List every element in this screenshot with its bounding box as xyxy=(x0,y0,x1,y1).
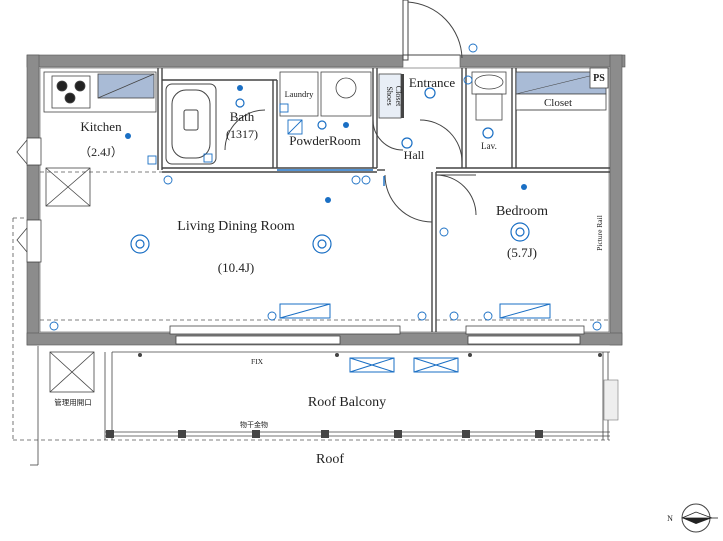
side-fittings xyxy=(16,137,42,263)
living-label: Living Dining Room xyxy=(177,219,295,234)
kitchen-size: （2.4J） xyxy=(79,145,123,159)
wet-area-outline xyxy=(277,169,385,186)
partition-walls xyxy=(157,68,610,332)
roof-label: Roof xyxy=(316,452,344,467)
dashed-lines xyxy=(12,171,610,441)
toilet xyxy=(471,71,507,121)
compass: N xyxy=(667,503,718,533)
storage-box xyxy=(45,167,91,207)
bedroom-door xyxy=(435,174,477,216)
fix-dots xyxy=(138,353,602,357)
closet-area xyxy=(515,67,609,111)
closet-label: Closet xyxy=(544,97,572,109)
bath-label: Bath xyxy=(230,109,255,124)
closet-label-vertical: Closet xyxy=(394,86,403,107)
bedroom-size: (5.7J) xyxy=(507,245,537,260)
laundry-box xyxy=(279,71,372,117)
ceiling-lights xyxy=(130,87,530,254)
fix-label: FIX xyxy=(251,357,264,366)
compass-north-label: N xyxy=(667,514,673,523)
bathtub xyxy=(165,83,217,165)
downlights xyxy=(125,85,527,203)
outlets xyxy=(49,43,602,331)
shoes-closet xyxy=(378,73,404,119)
drying-hardware-label: 物干金物 xyxy=(240,420,268,429)
shoes-label: Shoes xyxy=(385,86,394,105)
hall-label: Hall xyxy=(404,148,425,162)
ps-label: PS xyxy=(593,73,605,84)
picture-rail-label: Picture Rail xyxy=(595,215,604,251)
drying-hardware xyxy=(106,430,543,438)
laundry-label: Laundry xyxy=(285,89,315,99)
bedroom-label: Bedroom xyxy=(496,204,548,219)
hall-door xyxy=(384,174,433,223)
powder-room-label: PowderRoom xyxy=(289,133,361,148)
kitchen-counter xyxy=(43,71,157,113)
kitchen-label: Kitchen xyxy=(80,119,122,134)
roof-balcony-label: Roof Balcony xyxy=(308,395,386,410)
entrance-door xyxy=(402,0,463,61)
entrance-label: Entrance xyxy=(409,75,455,90)
wet-door xyxy=(372,119,463,163)
ac-units xyxy=(279,303,551,373)
balcony-rail-hatch xyxy=(603,379,619,421)
sash-windows xyxy=(169,325,585,345)
access-hatch-label: 管理用開口 xyxy=(54,397,92,407)
balcony xyxy=(30,346,610,466)
bath-door xyxy=(224,109,266,151)
lav-label: Lav. xyxy=(481,141,497,151)
living-size: (10.4J) xyxy=(218,260,254,275)
bath-size: (1317) xyxy=(226,127,258,141)
